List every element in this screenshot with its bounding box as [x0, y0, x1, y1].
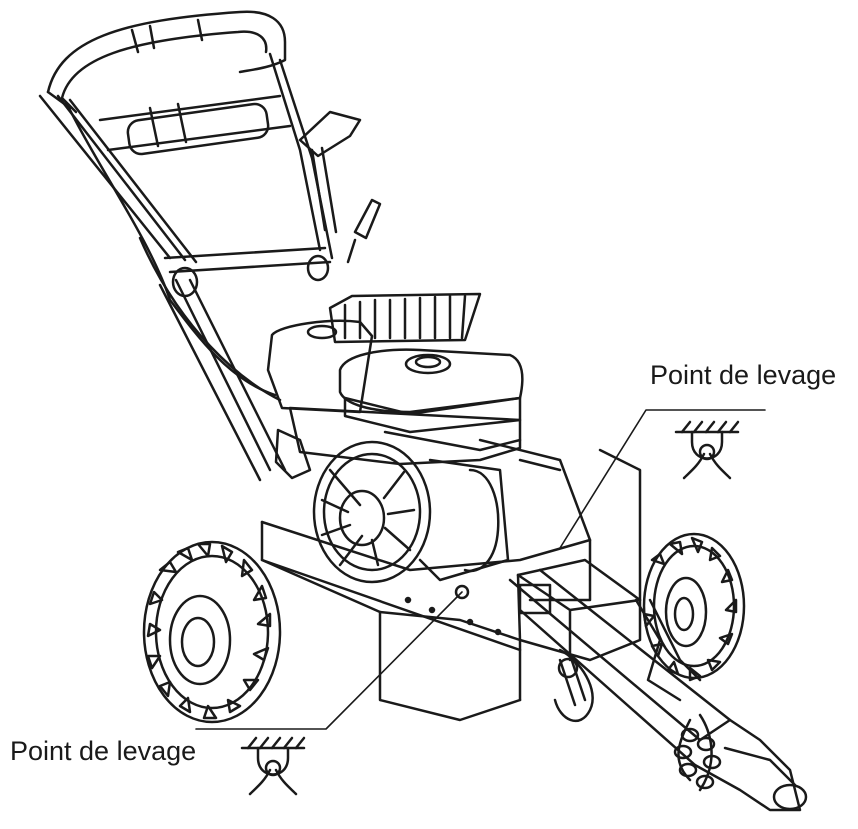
frame-deck	[260, 448, 808, 812]
leader-line-right	[559, 409, 766, 549]
lifting-point-symbol-left	[240, 736, 306, 796]
handlebar	[38, 10, 382, 482]
lifting-point-label-left: Point de levage	[10, 736, 197, 766]
leader-line-left	[195, 591, 463, 730]
left-wheel	[142, 540, 282, 724]
right-wheel	[634, 532, 746, 702]
lifting-point-symbol-right	[674, 420, 740, 480]
lifting-point-label-right: Point de levage	[650, 360, 837, 390]
leader-lines	[195, 409, 766, 730]
